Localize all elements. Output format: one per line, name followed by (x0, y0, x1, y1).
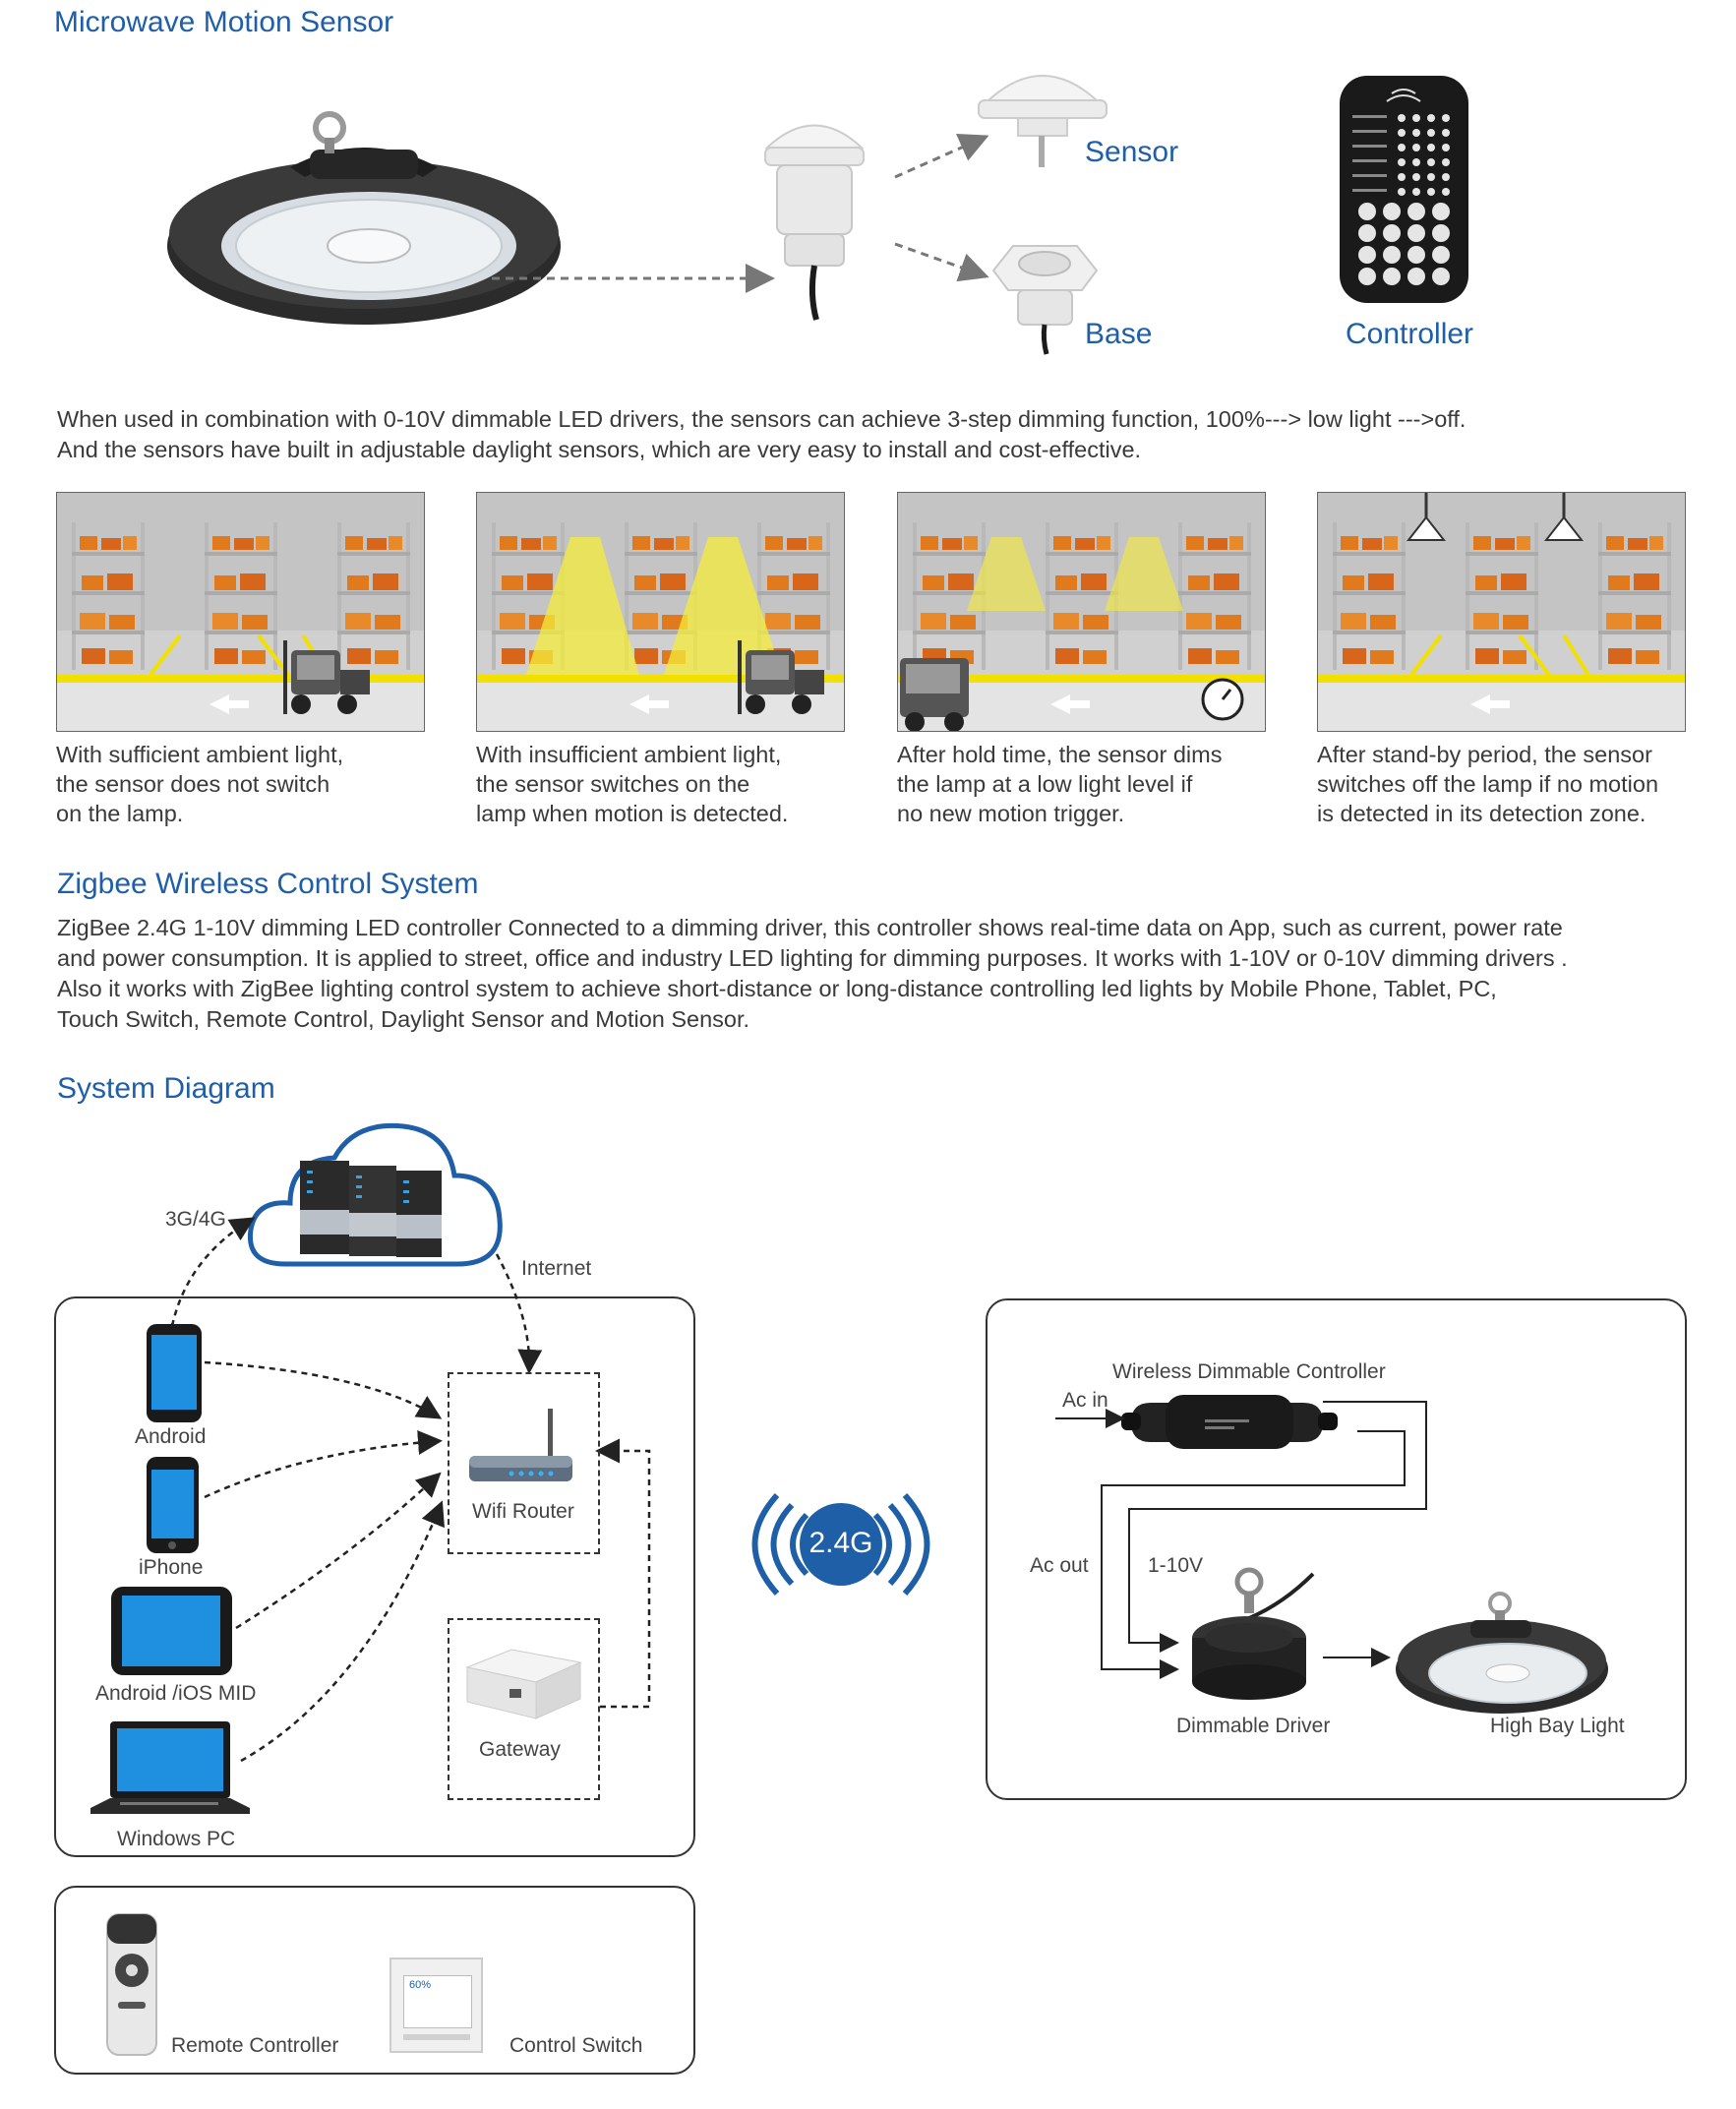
zigbee-description-line: and power consumption. It is applied to … (57, 945, 1568, 971)
lamp-to-sensor-arrow (492, 264, 775, 293)
internet-label: Internet (521, 1257, 592, 1280)
wiring-diagram-panel (986, 1298, 1687, 1800)
ac-in-label: Ac in (1062, 1389, 1108, 1412)
gateway-label: Gateway (479, 1738, 561, 1761)
ac-out-label: Ac out (1030, 1554, 1089, 1577)
scene-2-caption-line: the sensor switches on the (476, 771, 750, 797)
cloud-server-icon (247, 1122, 503, 1267)
sensor-label: Sensor (1085, 136, 1179, 168)
tablet-icon (111, 1587, 232, 1675)
wireless-controller-icon (1121, 1395, 1338, 1449)
gateway-box (448, 1618, 600, 1800)
high-bay-lamp-illustration (167, 111, 561, 325)
switch-screen-value: 60% (409, 1979, 432, 1991)
split-arrows (894, 134, 989, 282)
iphone-icon (147, 1457, 199, 1553)
wifi-router-label: Wifi Router (472, 1500, 574, 1523)
high-bay-light-label: High Bay Light (1490, 1715, 1625, 1737)
scene-1-caption-line: on the lamp. (56, 801, 184, 826)
zigbee-description: ZigBee 2.4G 1-10V dimming LED controller… (57, 913, 1709, 1035)
sensor-assembly-illustration (764, 124, 865, 321)
scene-3-caption-line: no new motion trigger. (897, 801, 1125, 826)
android-label: Android (135, 1425, 207, 1448)
remote-control-icon (106, 1913, 157, 2056)
control-switch-label: Control Switch (509, 2034, 643, 2057)
scene-1-caption-line: the sensor does not switch (56, 771, 330, 797)
scene-3-hold-time-dim (897, 492, 1266, 732)
scene-2-insufficient-light (476, 492, 845, 732)
wifi-router-icon (469, 1409, 572, 1481)
wireless-waves-icon (751, 1492, 930, 1597)
windows-pc-label: Windows PC (117, 1828, 236, 1850)
sensor-head-illustration (978, 75, 1107, 167)
scene-4-caption-line: is detected in its detection zone. (1317, 801, 1646, 826)
base-label: Base (1085, 318, 1153, 350)
high-bay-light-icon (1396, 1592, 1608, 1714)
scene-4-standby-off (1317, 492, 1686, 732)
remote-controller-illustration (1340, 76, 1468, 303)
iphone-label: iPhone (139, 1556, 204, 1579)
scene-3-caption-line: After hold time, the sensor dims (897, 742, 1223, 767)
scene-3-caption-line: the lamp at a low light level if (897, 771, 1193, 797)
scene-1-caption: With sufficient ambient light, the senso… (56, 740, 430, 828)
client-devices-panel (54, 1296, 695, 1857)
dimmable-driver-label: Dimmable Driver (1176, 1715, 1331, 1737)
control-switch-icon: 60% (389, 1958, 483, 2053)
controller-label: Controller (1346, 318, 1474, 350)
android-phone-icon (147, 1324, 202, 1422)
scene-2-caption-line: lamp when motion is detected. (476, 801, 789, 826)
scene-1-caption-line: With sufficient ambient light, (56, 742, 344, 767)
sensor-base-illustration (991, 245, 1099, 355)
control-switch-buttons (403, 2034, 470, 2040)
scene-4-caption-line: After stand-by period, the sensor (1317, 742, 1652, 767)
remote-controller-label: Remote Controller (171, 2034, 339, 2057)
control-switch-screen: 60% (403, 1975, 472, 2028)
section-title-system-diagram: System Diagram (57, 1072, 275, 1105)
local-control-panel (54, 1886, 695, 2075)
1-10v-label: 1-10V (1148, 1554, 1204, 1577)
windows-pc-icon (90, 1721, 250, 1814)
gateway-icon (465, 1649, 582, 1719)
wireless-controller-label: Wireless Dimmable Controller (1112, 1360, 1386, 1383)
section-title-zigbee: Zigbee Wireless Control System (57, 868, 479, 900)
scene-2-caption: With insufficient ambient light, the sen… (476, 740, 869, 828)
tablet-label: Android /iOS MID (95, 1682, 257, 1705)
sensor-description: When used in combination with 0-10V dimm… (57, 404, 1680, 465)
sensor-description-line-1: When used in combination with 0-10V dimm… (57, 406, 1467, 432)
scene-3-caption: After hold time, the sensor dims the lam… (897, 740, 1290, 828)
scene-2-caption-line: With insufficient ambient light, (476, 742, 782, 767)
zigbee-description-line: Touch Switch, Remote Control, Daylight S… (57, 1006, 750, 1032)
scene-4-caption-line: switches off the lamp if no motion (1317, 771, 1659, 797)
dimmable-driver-icon (1192, 1567, 1315, 1700)
sensor-description-line-2: And the sensors have built in adjustable… (57, 437, 1142, 462)
zigbee-description-line: ZigBee 2.4G 1-10V dimming LED controller… (57, 915, 1563, 940)
scene-4-caption: After stand-by period, the sensor switch… (1317, 740, 1730, 828)
zigbee-description-line: Also it works with ZigBee lighting contr… (57, 976, 1497, 1001)
scene-1-sufficient-light (56, 492, 425, 732)
wifi-router-box (448, 1372, 600, 1554)
badge-2-4g: 2.4G (808, 1527, 873, 1559)
section-title-microwave-sensor: Microwave Motion Sensor (54, 6, 394, 38)
